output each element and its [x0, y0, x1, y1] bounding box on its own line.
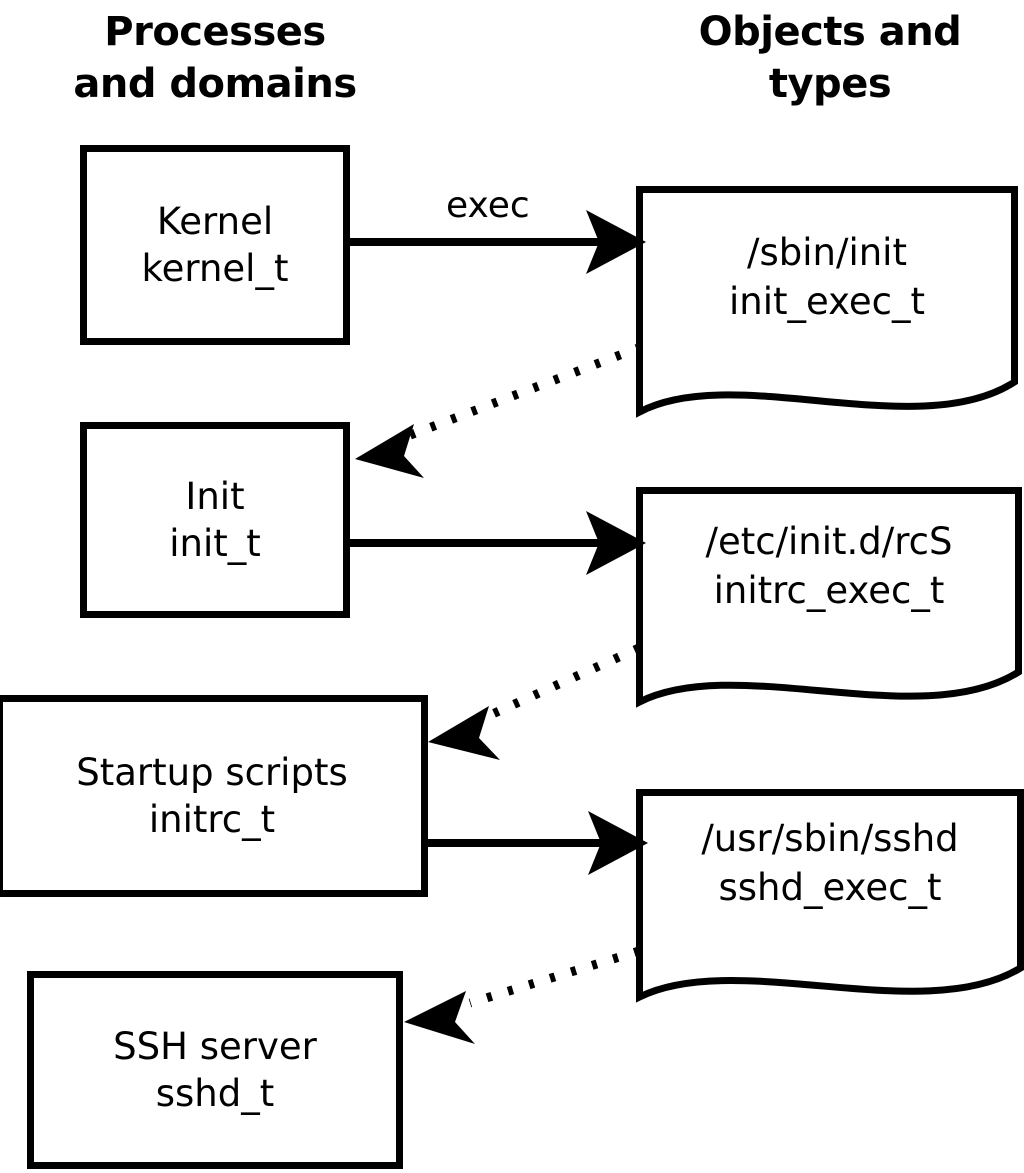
object-doc-init-exec-type: init_exec_t — [728, 280, 925, 323]
object-doc-init-exec-path: /sbin/init — [747, 231, 907, 274]
process-box-sshd[interactable]: SSH server sshd_t — [27, 971, 403, 1169]
object-doc-initrc-exec-type: initrc_exec_t — [713, 569, 945, 612]
edge-init-to-initrc-exec — [347, 511, 646, 575]
process-box-initrc[interactable]: Startup scripts initrc_t — [0, 695, 428, 897]
object-doc-init-exec[interactable]: /sbin/init init_exec_t — [636, 186, 1018, 431]
object-doc-sshd-exec-type: sshd_exec_t — [718, 866, 942, 909]
process-box-kernel[interactable]: Kernel kernel_t — [80, 145, 350, 345]
process-box-init[interactable]: Init init_t — [80, 422, 350, 618]
process-box-initrc-name: Startup scripts — [76, 751, 348, 794]
column-header-objects: Objects and types — [698, 9, 962, 107]
edge-init-exec-to-init — [355, 342, 643, 478]
process-box-sshd-type: sshd_t — [155, 1072, 275, 1115]
object-doc-sshd-exec-path: /usr/sbin/sshd — [701, 817, 959, 860]
process-box-initrc-type: initrc_t — [148, 798, 276, 841]
object-doc-initrc-exec[interactable]: /etc/init.d/rcS initrc_exec_t — [636, 487, 1022, 721]
process-box-kernel-name: Kernel — [156, 200, 274, 243]
process-box-init-name: Init — [185, 475, 245, 518]
edge-initrc-exec-to-initrc — [428, 643, 641, 760]
edge-label-exec: exec — [446, 185, 530, 226]
edge-sshd-exec-to-sshd — [404, 946, 641, 1044]
object-doc-sshd-exec[interactable]: /usr/sbin/sshd sshd_exec_t — [636, 789, 1024, 1014]
object-doc-initrc-exec-path: /etc/init.d/rcS — [705, 520, 953, 563]
process-box-kernel-type: kernel_t — [141, 247, 289, 290]
column-header-processes: Processes and domains — [73, 9, 357, 107]
edge-initrc-to-sshd-exec — [425, 811, 648, 875]
process-box-init-type: init_t — [169, 522, 261, 565]
process-box-sshd-name: SSH server — [113, 1025, 317, 1068]
